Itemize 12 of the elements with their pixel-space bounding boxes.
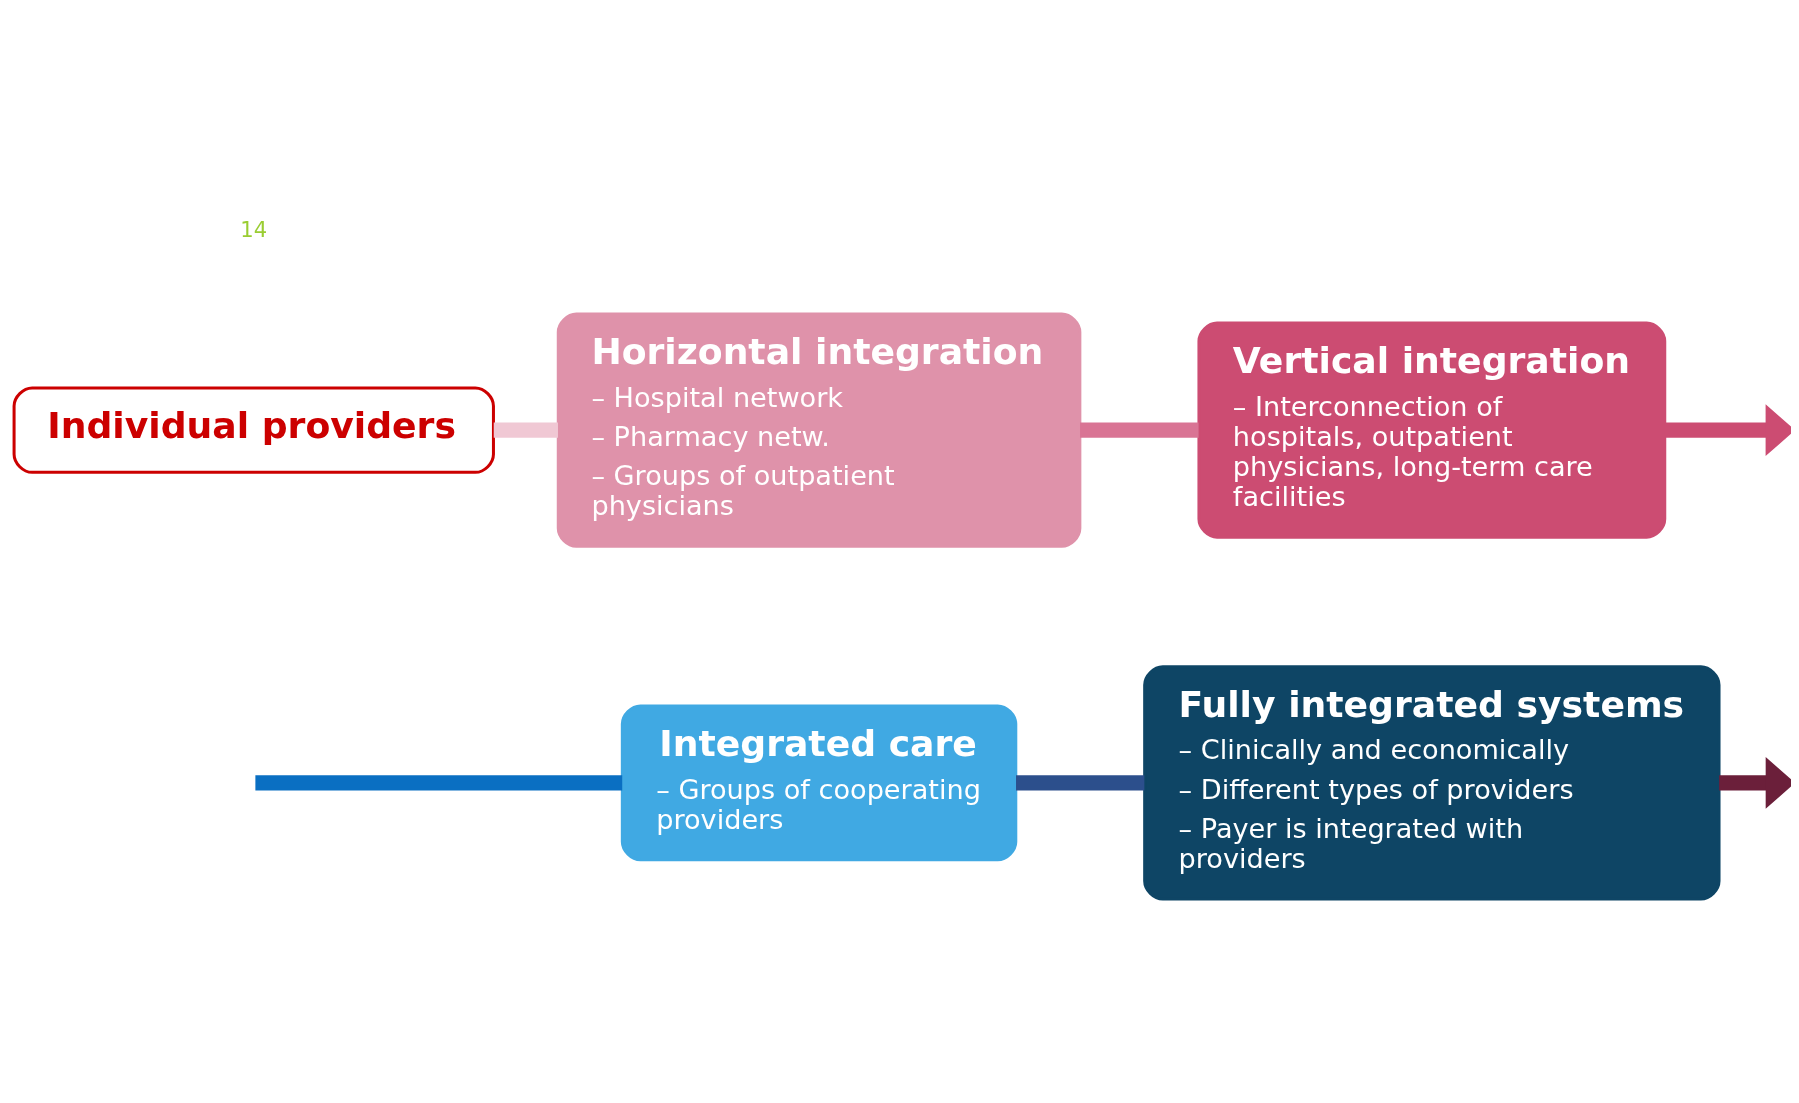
node-box: Individual providers bbox=[12, 386, 495, 474]
node-box: Vertical integration – Interconnection of hospitals, outpatient physicians, long-term care facilities bbox=[1197, 321, 1667, 539]
node-box: Fully integrated systems – Clinically and economically – Different types of providers – Payer is integrated with providers bbox=[1143, 665, 1721, 901]
node-box: Integrated care – Groups of cooperating providers bbox=[620, 704, 1018, 862]
connector bbox=[1080, 422, 1199, 438]
node-box: Horizontal integration – Hospital network – Pharmacy netw. – Groups of outpatient physicians bbox=[556, 312, 1082, 548]
connector bbox=[493, 422, 558, 438]
arrow bbox=[1665, 404, 1791, 456]
connector bbox=[1016, 775, 1145, 791]
arrow bbox=[1719, 757, 1791, 809]
label: 14 bbox=[240, 216, 268, 242]
connector bbox=[255, 775, 623, 791]
